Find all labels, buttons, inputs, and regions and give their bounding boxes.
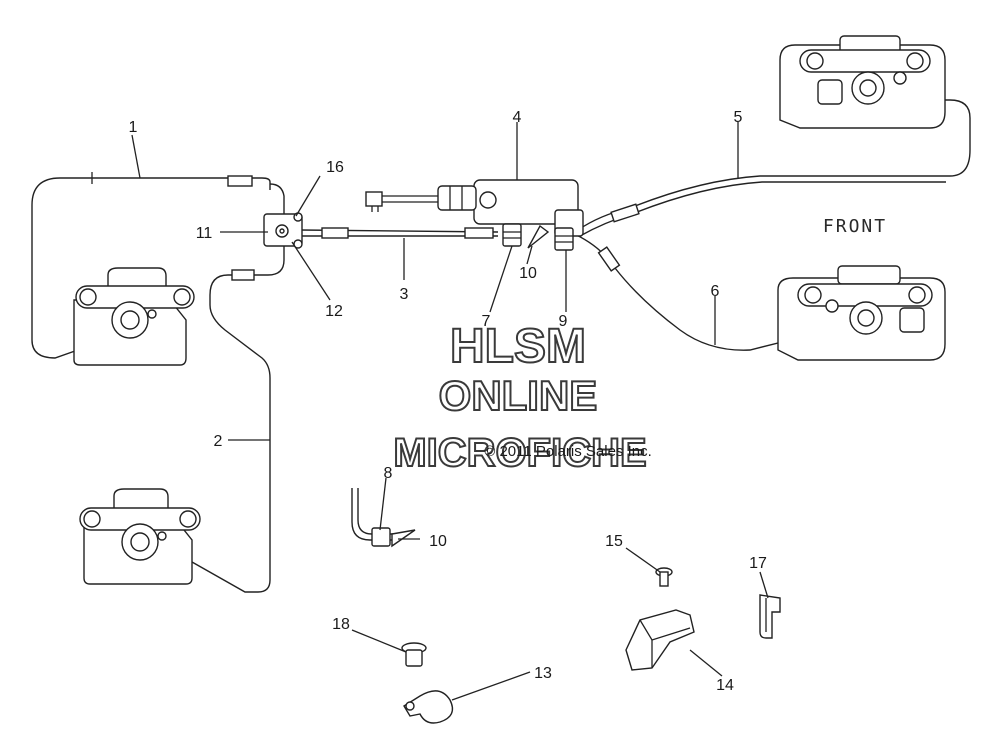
bolt-18	[401, 642, 427, 667]
clamp-13	[403, 690, 454, 724]
brake-line-5	[577, 87, 971, 237]
callout-10-upper: 10	[519, 265, 537, 282]
front-caliper-upper	[779, 35, 946, 129]
brake-line-6	[569, 231, 823, 351]
callout-2: 2	[214, 433, 223, 450]
bolt-15	[655, 567, 673, 587]
banjo-bolt-7	[502, 223, 522, 247]
callout-5: 5	[734, 109, 743, 126]
fitting-2	[231, 269, 255, 281]
bracket-14	[625, 609, 695, 671]
fitting-5	[610, 203, 640, 223]
front-caliper-lower	[777, 265, 946, 361]
front-label: FRONT	[823, 216, 887, 237]
callout-9: 9	[559, 313, 568, 330]
brake-line-2	[161, 240, 285, 593]
callout-15: 15	[605, 533, 623, 550]
washer-10	[527, 224, 550, 249]
callout-3: 3	[400, 286, 409, 303]
fitting-1	[227, 175, 253, 187]
callout-17: 17	[749, 555, 767, 572]
callout-numbers: 1 2 3 4 5 6 7 8 9 10 10 11 12 13 14 15 1…	[129, 109, 767, 694]
callout-10-lower: 10	[429, 533, 447, 550]
brake-line-1	[31, 172, 285, 359]
callout-13: 13	[534, 665, 552, 682]
brake-switch-assembly-8	[351, 488, 416, 548]
master-cylinder	[365, 179, 584, 251]
callout-1: 1	[129, 119, 138, 136]
callout-18: 18	[332, 616, 350, 633]
rear-caliper-upper	[73, 267, 195, 366]
fitting-6	[597, 246, 621, 272]
callout-12: 12	[325, 303, 343, 320]
callout-14: 14	[716, 677, 734, 694]
junction-block	[263, 212, 303, 249]
callout-16: 16	[326, 159, 344, 176]
banjo-bolt-9	[554, 227, 574, 251]
watermark-line-3: MICROFICHE	[393, 431, 646, 475]
fitting-3	[321, 227, 349, 239]
switch-connector	[365, 191, 383, 207]
watermark: HLSM ONLINE MICROFICHE	[392, 319, 647, 476]
fitting-3b	[464, 227, 494, 239]
leader-lines	[131, 122, 769, 701]
callout-7: 7	[482, 313, 491, 330]
copyright-text: © 2011 Polaris Sales Inc.	[484, 443, 652, 460]
callout-11: 11	[196, 225, 213, 242]
callout-8: 8	[384, 465, 393, 482]
watermark-line-2: ONLINE	[439, 372, 598, 419]
callout-6: 6	[711, 283, 720, 300]
callout-4: 4	[513, 109, 522, 126]
clip-17	[759, 594, 781, 639]
brake-line-3	[299, 227, 499, 239]
rear-caliper-lower	[79, 488, 201, 585]
watermark-line-1: HLSM	[450, 320, 586, 373]
